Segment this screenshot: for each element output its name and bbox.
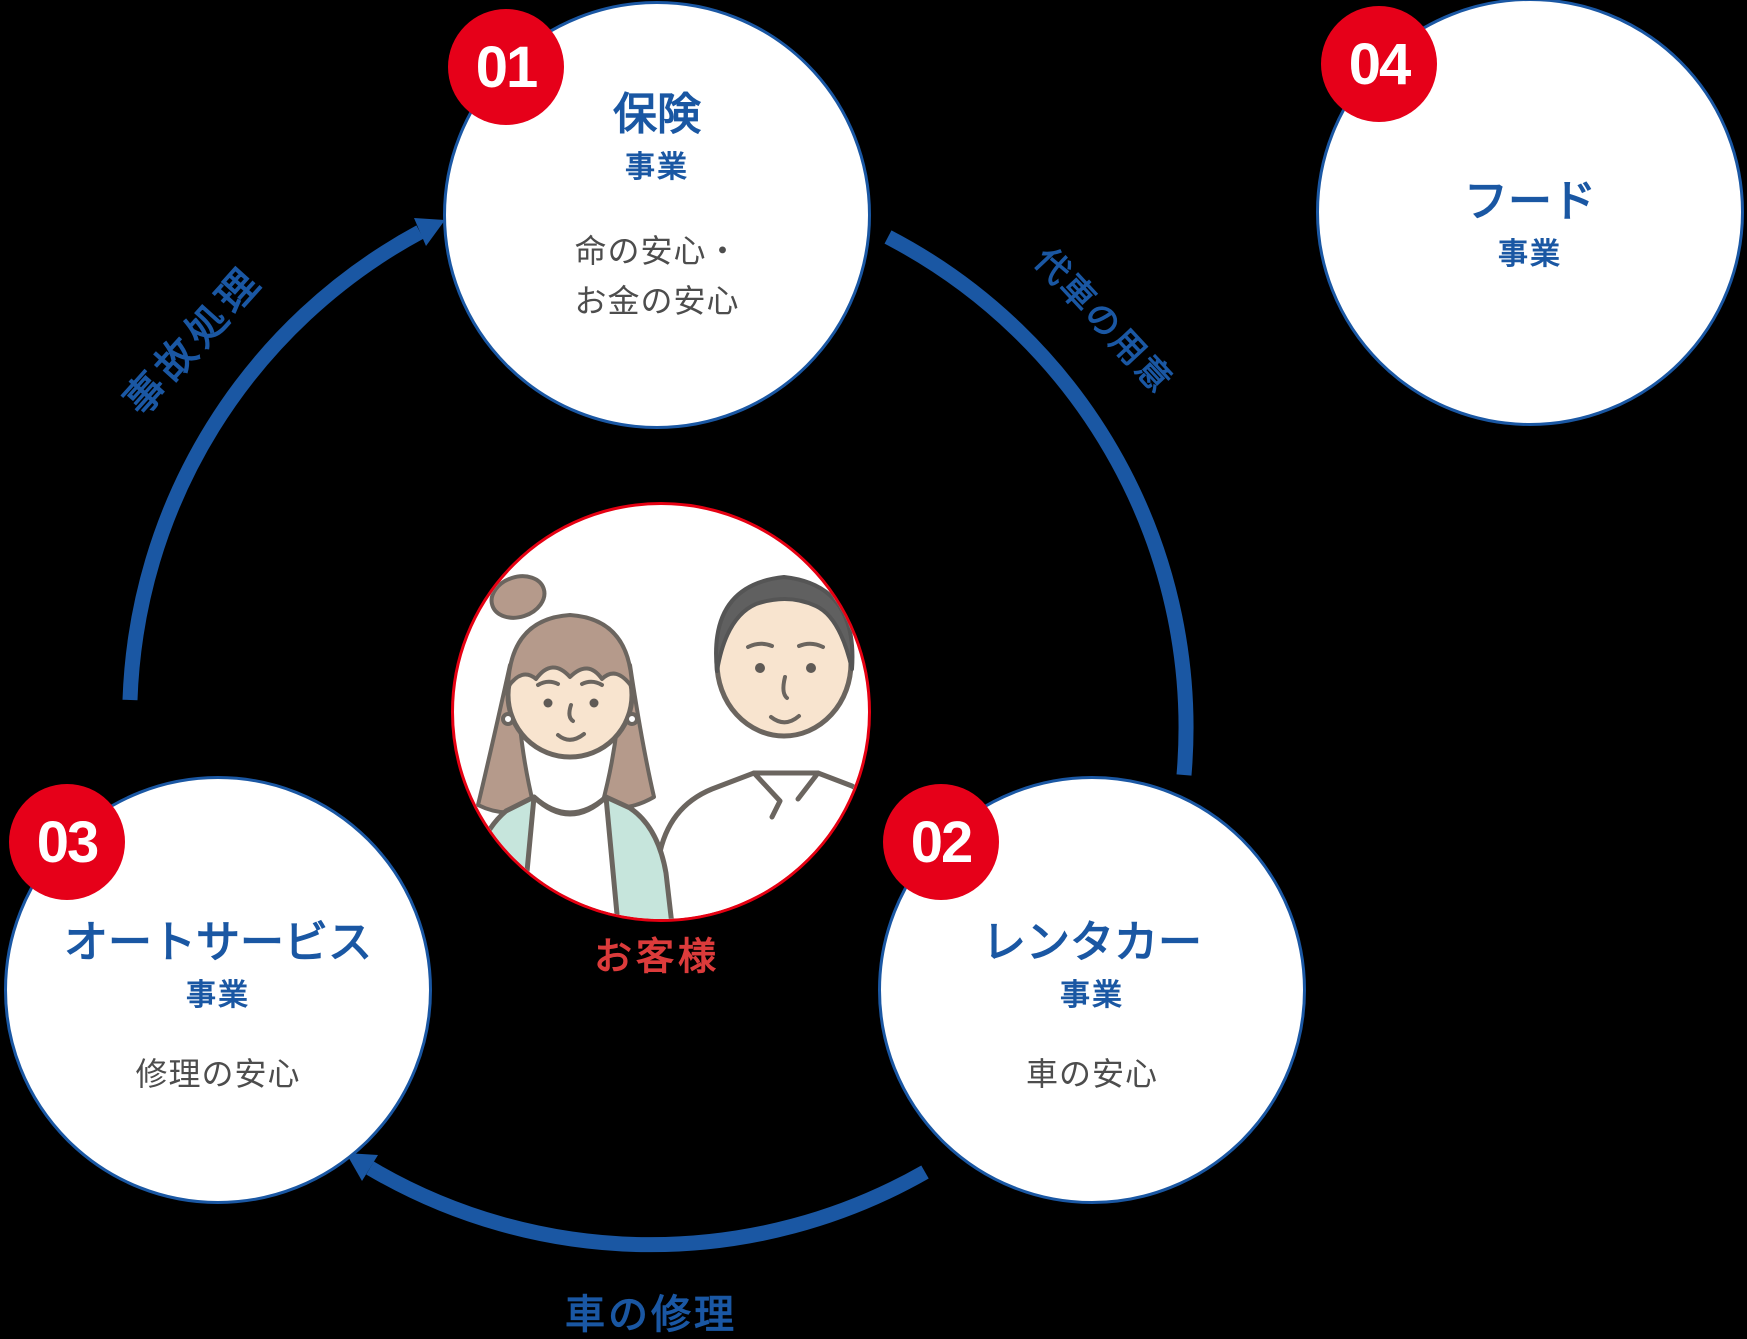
number-badge: 03 [9,784,125,900]
arrowhead-icon [414,218,445,246]
node-description: 命の安心・ お金の安心 [574,226,739,326]
business-node-food: 04 フード 事業 [1316,0,1744,426]
desc-line: 修理の安心 [135,1056,301,1092]
arc-bottom [366,1161,929,1253]
node-subtitle: 事業 [1060,979,1124,1012]
couple-customers-illustration [460,574,868,919]
arrowhead-icon [346,1153,378,1181]
node-subtitle: 事業 [1498,238,1562,271]
node-title: レンタカー [982,918,1202,967]
arc-upper-left [122,225,424,701]
business-node-insurance: 01 保険 事業 命の安心・ お金の安心 [443,1,871,429]
node-title: オートサービス [64,918,372,967]
number-badge: 02 [883,784,999,900]
node-title: 保険 [613,90,701,139]
number-badge: 04 [1321,6,1437,122]
node-description: 修理の安心 [135,1049,300,1099]
desc-line: お金の安心 [574,283,740,319]
desc-line: 車の安心 [1025,1056,1158,1092]
customer-label: お客様 [593,936,721,979]
business-node-rental-car: 02 レンタカー 事業 車の安心 [878,776,1306,1204]
arc-upper-right [884,230,1194,776]
node-subtitle: 事業 [625,151,689,184]
customer-circle [451,502,871,922]
node-title: フード [1464,177,1596,226]
node-description: 車の安心 [1026,1049,1158,1099]
business-node-auto-service: 03 オートサービス 事業 修理の安心 [4,776,432,1204]
arc-label-car-repair: 車の修理 [565,1293,737,1337]
node-subtitle: 事業 [186,979,250,1012]
desc-line: 命の安心・ [574,233,740,269]
number-badge: 01 [448,9,564,125]
